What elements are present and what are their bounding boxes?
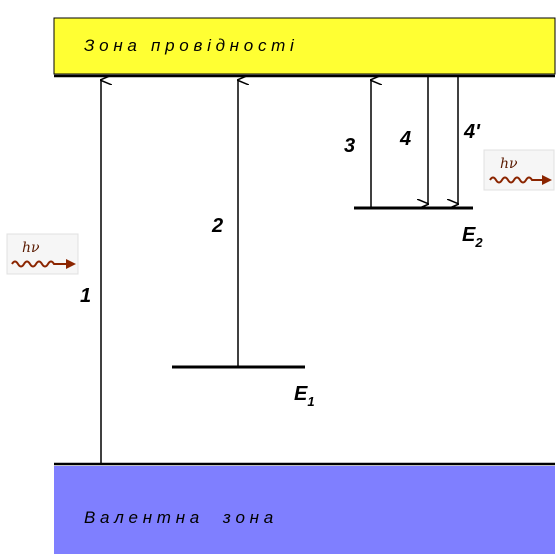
transition-4-label: 4	[399, 128, 411, 150]
conduction-band	[53, 17, 556, 75]
level-e2-label: E2	[462, 224, 483, 250]
wavy-arrow-icon	[11, 260, 66, 268]
photon-absorbed: hν	[6, 233, 79, 275]
photon-absorbed-label: hν	[22, 240, 40, 256]
level-e1-label: E1	[294, 383, 315, 409]
transition-2-label: 2	[211, 215, 223, 237]
wavy-arrow-icon	[489, 176, 542, 184]
transition-1-label: 1	[80, 285, 91, 307]
photon-emitted-label: hν	[500, 156, 518, 172]
wavy-arrow-head-icon	[542, 175, 552, 185]
transition-4-prime-label: 4'	[463, 121, 481, 143]
transition-3-label: 3	[344, 135, 355, 157]
valence-band-label: В а л е н т н а з о н а	[84, 508, 273, 527]
photon-emitted: hν	[483, 149, 555, 191]
wavy-arrow-head-icon	[66, 259, 76, 269]
valence-band	[54, 466, 555, 554]
conduction-band-label: З о н а п р о в і д н о с т і	[84, 36, 295, 55]
